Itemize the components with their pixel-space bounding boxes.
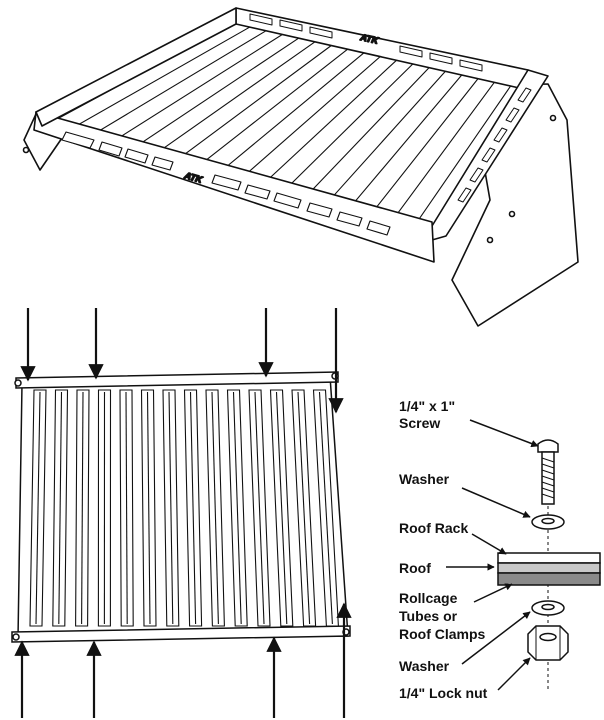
top-view-slat-groove xyxy=(318,391,333,625)
top-view-slat-groove xyxy=(168,391,174,625)
top-view-slat-groove xyxy=(189,391,197,625)
top-view-slat-groove xyxy=(81,391,84,625)
deck-slat-line xyxy=(61,25,253,135)
deck-slat-line xyxy=(83,28,269,141)
washer-bottom-icon xyxy=(531,600,565,616)
deck-slat-line xyxy=(300,65,432,202)
leader-screw xyxy=(469,419,539,448)
deck-slat-line xyxy=(409,84,513,233)
leader-rollcage xyxy=(473,583,513,603)
label-roof: Roof xyxy=(399,560,431,576)
label-roof-rack: Roof Rack xyxy=(399,520,469,536)
top-view-slat-groove xyxy=(58,391,63,625)
label-rollcage-line3: Roof Clamps xyxy=(399,626,486,642)
leader-lock-nut xyxy=(497,657,531,691)
top-view-slat-groove xyxy=(146,391,151,625)
hardware-stack xyxy=(497,439,601,690)
lock-nut-icon xyxy=(527,625,569,661)
deck-slat-line xyxy=(344,72,464,214)
roof-layer-dark xyxy=(497,572,601,586)
top-view-front-rail xyxy=(11,625,351,643)
label-lock-nut: 1/4" Lock nut xyxy=(399,685,488,701)
leader-roof-rack xyxy=(471,533,507,555)
top-view-slat-groove xyxy=(232,391,242,625)
top-view-slat-groove xyxy=(297,391,311,625)
label-rollcage-line2: Tubes or xyxy=(399,608,458,624)
label-rollcage-line1: Rollcage xyxy=(399,590,458,606)
roof-layer-light xyxy=(497,562,601,574)
deck-slat-line xyxy=(257,58,399,190)
rack-left-rail xyxy=(35,7,237,127)
back-rail-slots xyxy=(249,13,483,72)
callout-leaders xyxy=(446,419,539,691)
deck-slat-line xyxy=(279,61,415,196)
deck-slat-line xyxy=(366,76,480,221)
right-rail-slots xyxy=(457,87,532,203)
deck-slat-line xyxy=(170,43,334,166)
label-washer-bottom: Washer xyxy=(399,658,450,674)
deck-slat-line xyxy=(388,80,496,227)
label-washer-top: Washer xyxy=(399,471,450,487)
screw-icon xyxy=(537,439,559,505)
rack-top-view xyxy=(11,371,351,643)
mounting-point-arrows xyxy=(14,308,352,718)
rack-isometric-view: ATK ATK xyxy=(22,7,579,327)
top-view-slat-groove xyxy=(254,391,265,625)
top-view-slat-groove xyxy=(35,391,41,625)
roof-rack-layer xyxy=(497,552,601,564)
label-screw: Screw xyxy=(399,415,441,431)
side-plate-holes xyxy=(486,114,557,244)
deck-slat-line xyxy=(192,47,350,172)
deck-slat-line xyxy=(213,50,367,178)
deck-slat-line xyxy=(105,32,285,147)
washer-top-icon xyxy=(531,514,565,530)
deck-slat-line xyxy=(322,69,448,208)
top-view-slats xyxy=(29,389,339,627)
roof-layers-icon xyxy=(497,552,601,586)
front-rail-cutouts xyxy=(61,131,391,236)
deck-slat-line xyxy=(148,39,318,160)
leader-washer-bottom xyxy=(461,611,531,665)
deck-slat-line xyxy=(126,36,302,153)
leader-washer-top xyxy=(461,487,531,518)
top-view-slat-groove xyxy=(125,391,128,625)
top-view-slat-groove xyxy=(211,391,219,625)
top-view-slat-groove xyxy=(275,391,288,625)
deck-slat-line xyxy=(235,54,383,184)
label-screw-size: 1/4" x 1" xyxy=(399,398,456,414)
rack-deck-slats xyxy=(61,25,513,233)
